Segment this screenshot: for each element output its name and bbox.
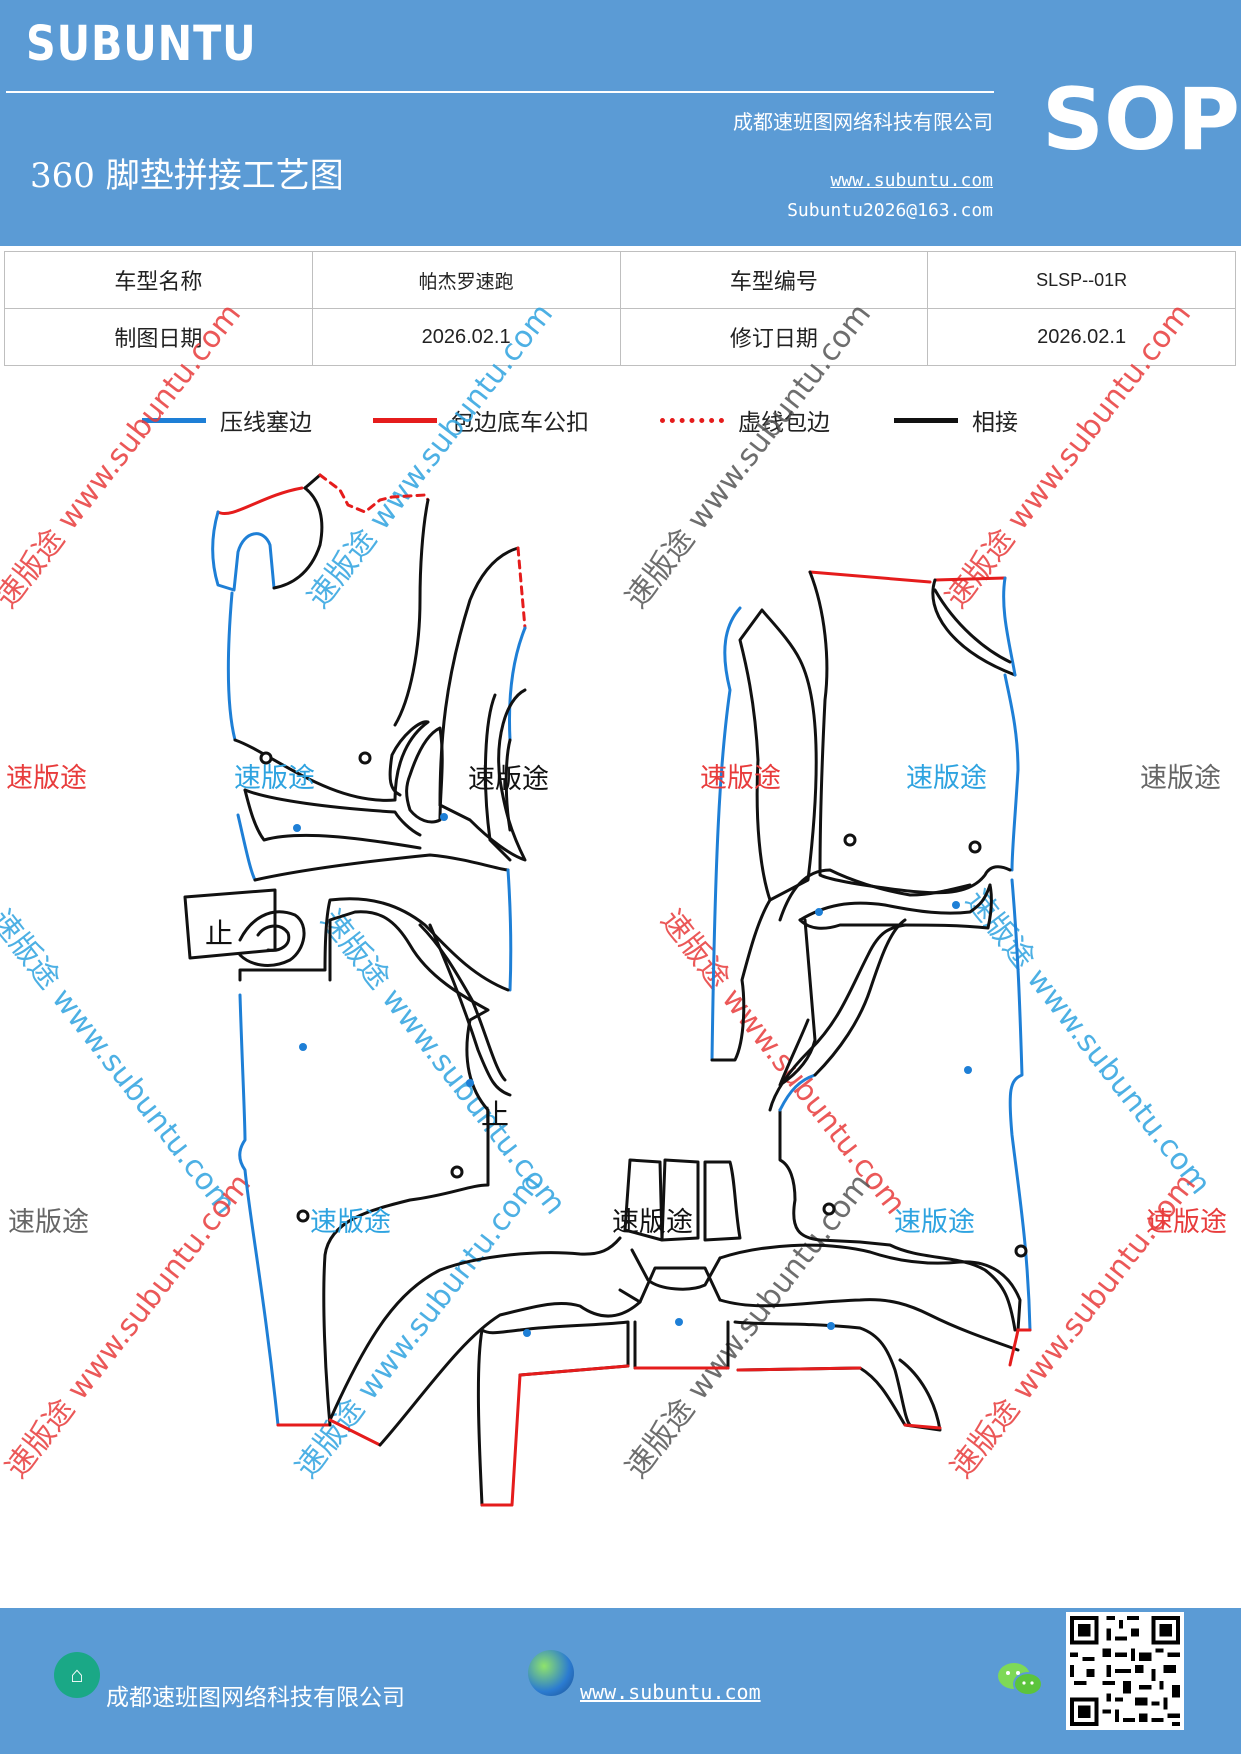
brand-watermark: 速版途 — [612, 1207, 693, 1238]
right-rear-mat — [768, 878, 1032, 1332]
legend-item-dashed-edge: 虚线包边 — [660, 398, 830, 442]
header-divider — [6, 91, 994, 93]
home-icon: ⌂ — [54, 1652, 100, 1698]
brand-watermark: 速版途 — [894, 1207, 975, 1238]
header-banner: SUBUNTU 成都速班图网络科技有限公司 360 脚垫拼接工艺图 www.su… — [0, 0, 1241, 246]
mat-pattern-diagram — [183, 473, 1032, 1507]
brand-watermark: 速版途 — [906, 763, 987, 794]
revise-date-value: 2026.02.1 — [927, 308, 1236, 366]
line-legend: 压线塞边 包边底车公扣 虚线包边 相接 — [0, 398, 1241, 442]
footer-company: 成都速班图网络科技有限公司 — [106, 1685, 405, 1711]
legend-swatch-red-dashed — [660, 417, 724, 423]
legend-label: 相接 — [972, 410, 1018, 436]
brand-watermark: 速版途 — [8, 1207, 89, 1238]
qr-code-icon[interactable] — [1066, 1612, 1184, 1730]
left-rear-mat — [238, 910, 512, 1427]
brand-watermark: 速版途 — [6, 763, 87, 794]
legend-item-press-line: 压线塞边 — [142, 398, 312, 442]
footer-banner: ⌂ 成都速班图网络科技有限公司 www.subuntu.com — [0, 1608, 1241, 1754]
left-front-mat — [211, 473, 527, 862]
page-title: 360 脚垫拼接工艺图 — [30, 156, 344, 196]
brand-watermark: 速版途 — [234, 763, 315, 794]
info-table: 车型名称 帕杰罗速跑 车型编号 SLSP--01R 制图日期 2026.02.1… — [4, 251, 1236, 366]
brand-watermark: 速版途 — [700, 763, 781, 794]
legend-item-joint: 相接 — [894, 398, 1018, 442]
model-name-value: 帕杰罗速跑 — [311, 251, 621, 309]
header-website-link[interactable]: www.subuntu.com — [830, 170, 993, 191]
brand-watermark: 速版途 — [1140, 763, 1221, 794]
left-rest-mat — [183, 813, 513, 992]
model-name-label: 车型名称 — [4, 251, 313, 309]
legend-label: 压线塞边 — [220, 410, 312, 436]
draw-date-label: 制图日期 — [4, 308, 313, 366]
rear-center-mats — [328, 1158, 1022, 1507]
footer-website-link[interactable]: www.subuntu.com — [580, 1680, 761, 1704]
stop-mark: 止 — [205, 917, 234, 950]
marker-dots — [293, 813, 972, 1337]
legend-item-wrap-edge: 包边底车公扣 — [373, 398, 589, 442]
globe-icon — [528, 1650, 574, 1696]
brand-watermark: 速版途 — [468, 764, 549, 795]
stop-mark: 止 — [481, 1098, 510, 1131]
mounting-holes — [259, 751, 1028, 1258]
legend-swatch-black — [894, 417, 958, 423]
revise-date-label: 修订日期 — [619, 308, 929, 366]
brand-logo: SUBUNTU — [26, 16, 257, 72]
wechat-icon[interactable] — [996, 1660, 1044, 1700]
model-no-label: 车型编号 — [619, 251, 929, 309]
sop-badge: SOP — [1042, 70, 1241, 170]
brand-watermark: 速版途 — [1146, 1207, 1227, 1238]
legend-swatch-blue — [142, 417, 206, 423]
table-row: 车型名称 帕杰罗速跑 车型编号 SLSP--01R — [4, 251, 1236, 309]
legend-label: 包边底车公扣 — [451, 410, 589, 436]
legend-label: 虚线包边 — [738, 410, 830, 436]
brand-watermark: 速版途 — [310, 1207, 391, 1238]
table-row: 制图日期 2026.02.1 修订日期 2026.02.1 — [4, 308, 1236, 366]
header-company: 成都速班图网络科技有限公司 — [733, 110, 993, 134]
right-front-mat — [710, 570, 1020, 1087]
draw-date-value: 2026.02.1 — [311, 308, 621, 366]
legend-swatch-red — [373, 417, 437, 423]
header-email[interactable]: Subuntu2026@163.com — [787, 200, 993, 221]
model-no-value: SLSP--01R — [927, 251, 1236, 309]
